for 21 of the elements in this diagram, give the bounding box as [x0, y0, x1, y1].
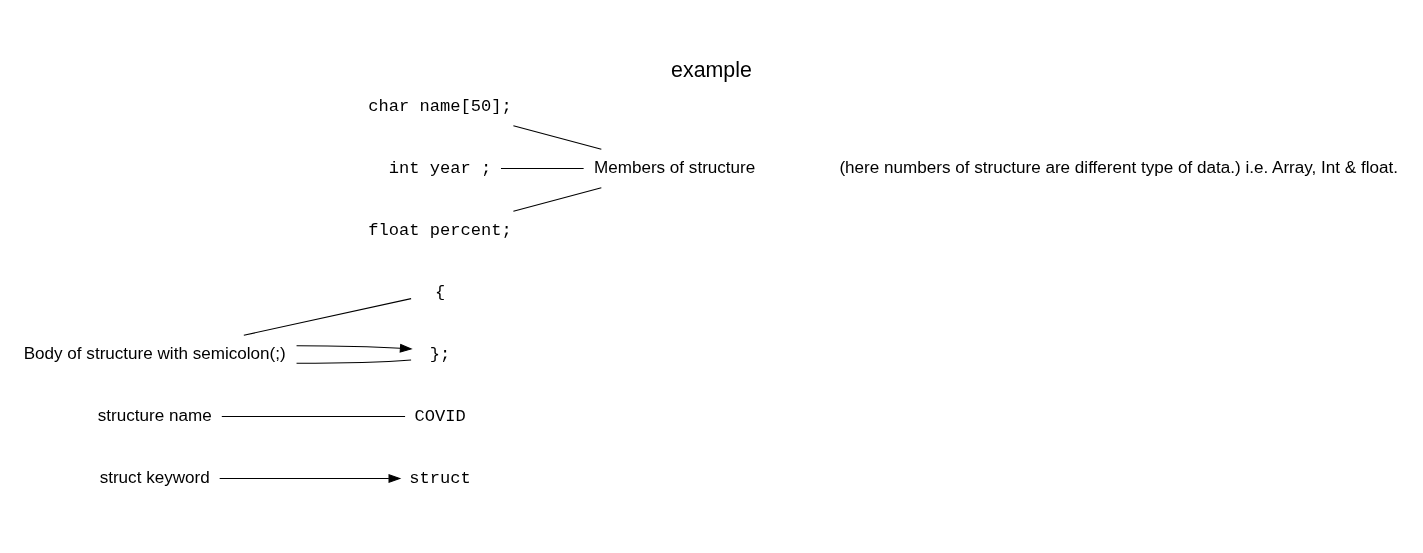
arrow [219, 474, 402, 483]
node-text: COVID [414, 406, 466, 426]
connector [221, 415, 406, 418]
node-text: structure name [97, 405, 212, 425]
node-text: struct keyword [99, 467, 210, 487]
connector [243, 298, 412, 336]
node-text: Members of structure [593, 157, 756, 177]
diagram-title: example [671, 57, 752, 82]
connector [296, 359, 412, 364]
connector [512, 187, 602, 212]
node-text: float percent; [368, 220, 512, 240]
node-text: struct [409, 468, 471, 488]
node-text: { [434, 282, 446, 302]
node-text: Body of structure with semicolon(;) [23, 343, 286, 363]
connector [500, 168, 585, 170]
node-text: int year ; [388, 158, 492, 178]
node-text: }; [429, 344, 451, 364]
node-text: char name[50]; [368, 96, 512, 116]
label: (here numbers of structure are different type of data.) i.e. Array, Int & float. [839, 157, 1398, 177]
connector [512, 125, 602, 150]
arrow [296, 343, 413, 353]
